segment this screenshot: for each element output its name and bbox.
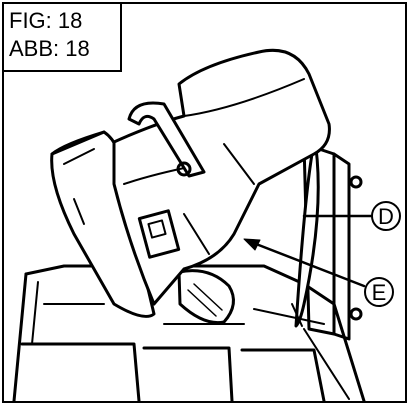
figure-number-fig: FIG: 18 — [9, 8, 83, 33]
blade-guard — [177, 269, 235, 325]
figure-number-box: FIG: 18 ABB: 18 — [4, 4, 122, 72]
saw-illustration: D E — [12, 48, 401, 401]
callout-e: E — [243, 238, 394, 307]
figure-number-abb: ABB: 18 — [9, 36, 90, 61]
saw-base — [12, 264, 366, 401]
figure-frame: FIG: 18 ABB: 18 — [2, 2, 407, 403]
rear-support — [291, 132, 363, 341]
saw-head — [112, 48, 331, 306]
callout-d: D — [302, 201, 401, 231]
callout-e-label: E — [372, 280, 387, 305]
callout-d-label: D — [378, 204, 394, 229]
